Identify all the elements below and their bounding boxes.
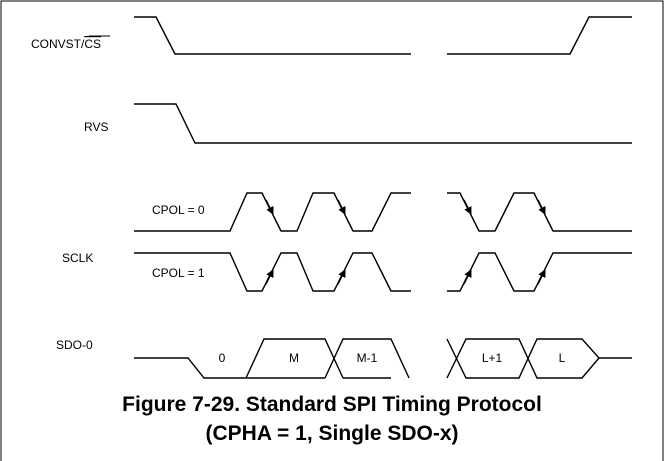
sclk-cpol0-arrow-2 xyxy=(337,199,346,215)
sdo-label: SDO-0 xyxy=(56,338,93,352)
sdo-bit-m-minus-1: M-1 xyxy=(357,351,378,365)
sclk-label: SCLK xyxy=(62,251,93,265)
rvs-waveform xyxy=(134,103,632,144)
sdo-bit-m: M xyxy=(289,351,299,365)
sdo-bus-group-2 xyxy=(446,338,600,379)
sdo-bus-top-1 xyxy=(245,338,410,379)
sclk-cpol0-waveform-end xyxy=(447,192,632,232)
rvs-label: RVS xyxy=(84,120,108,134)
cpol0-label: CPOL = 0 xyxy=(152,203,205,217)
convst-label: CONVST/CS xyxy=(31,37,101,51)
sdo-bit-l-plus-1: L+1 xyxy=(482,351,503,365)
sclk-cpol1-arrow-1 xyxy=(265,269,274,285)
sdo-lead xyxy=(134,357,246,379)
cpol1-label: CPOL = 1 xyxy=(152,266,205,280)
sclk-cpol1-arrow-4 xyxy=(537,269,546,285)
sclk-cpol0-waveform-start xyxy=(134,192,411,232)
figure-caption-line1: Figure 7-29. Standard SPI Timing Protoco… xyxy=(122,393,542,416)
sclk-cpol1-arrow-3 xyxy=(463,269,472,285)
sdo-bit-l: L xyxy=(559,351,566,365)
sclk-cpol0-arrow-1 xyxy=(265,199,274,215)
sclk-cpol1-waveform-end xyxy=(447,252,632,292)
sclk-cpol0-arrow-4 xyxy=(537,199,546,215)
figure-caption-line2: (CPHA = 1, Single SDO-x) xyxy=(205,422,458,445)
convst-waveform-start xyxy=(134,16,411,55)
convst-waveform-end xyxy=(447,16,632,55)
sdo-bit-0: 0 xyxy=(219,351,226,365)
sclk-cpol0-arrow-3 xyxy=(463,199,472,215)
sclk-cpol1-arrow-2 xyxy=(337,269,346,285)
sclk-cpol1-waveform-start xyxy=(134,252,411,292)
